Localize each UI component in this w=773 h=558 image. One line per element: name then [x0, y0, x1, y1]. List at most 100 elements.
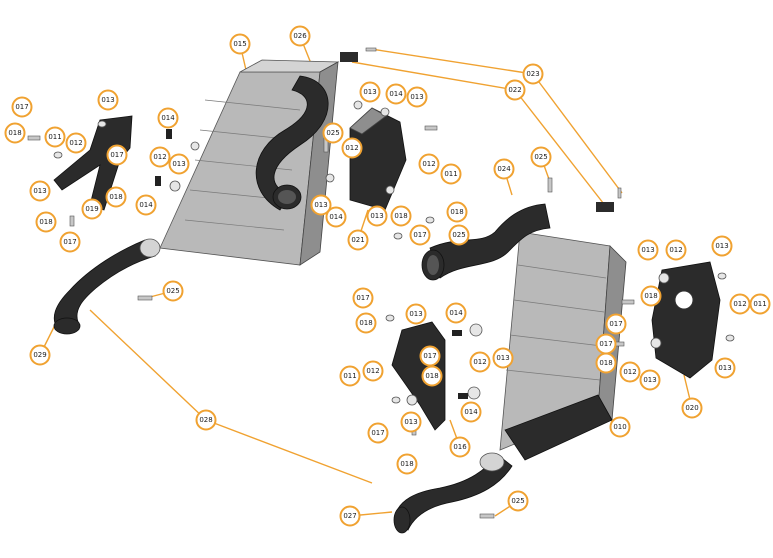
callout-circle — [418, 153, 440, 175]
callout-circle — [44, 126, 66, 148]
callout-number: 022 — [508, 86, 521, 94]
callout-number: 012 — [366, 367, 379, 375]
callout-018-53: 018 — [396, 453, 418, 475]
callout-number: 023 — [526, 70, 539, 78]
callout-013-5: 013 — [97, 89, 119, 111]
left-lower-hose — [53, 238, 161, 335]
callout-017-51: 017 — [367, 422, 389, 444]
callout-circle — [339, 505, 361, 527]
callout-number: 012 — [69, 139, 82, 147]
callout-number: 017 — [15, 103, 28, 111]
callout-circle — [605, 313, 627, 335]
callout-number: 018 — [359, 319, 372, 327]
callout-018-63: 018 — [595, 352, 617, 374]
callout-circle — [448, 224, 470, 246]
left-intercooler — [159, 59, 340, 266]
callout-number: 017 — [423, 352, 436, 360]
callout-012-56: 012 — [665, 239, 687, 261]
callout-012-4: 012 — [65, 132, 87, 154]
callout-018-30: 018 — [446, 201, 468, 223]
callout-circle — [640, 285, 662, 307]
callout-014-26: 014 — [325, 206, 347, 228]
callout-017-15: 017 — [59, 231, 81, 253]
callout-number: 025 — [534, 153, 547, 161]
callout-circle — [714, 357, 736, 379]
callout-021-28: 021 — [347, 229, 369, 251]
callout-number: 014 — [161, 114, 175, 122]
callout-circle — [390, 205, 412, 227]
callout-circle — [449, 436, 471, 458]
callout-013-25: 013 — [310, 194, 332, 216]
callout-016-54: 016 — [449, 436, 471, 458]
callout-circle — [637, 239, 659, 261]
callout-circle — [106, 144, 128, 166]
callout-013-66: 013 — [714, 357, 736, 379]
callout-012-60: 012 — [729, 293, 751, 315]
callout-circle — [445, 302, 467, 324]
callout-number: 013 — [370, 212, 383, 220]
callout-018-2: 018 — [4, 122, 26, 144]
callout-circle — [325, 206, 347, 228]
hardware — [27, 47, 735, 519]
callout-circle — [359, 81, 381, 103]
callout-circle — [322, 122, 344, 144]
callout-circle — [195, 409, 217, 431]
callout-circle — [446, 201, 468, 223]
callout-number: 013 — [718, 364, 731, 372]
callout-014-43: 014 — [445, 302, 467, 324]
callout-number: 018 — [450, 208, 463, 216]
callout-017-59: 017 — [605, 313, 627, 335]
callout-circle — [65, 132, 87, 154]
callout-circle — [507, 490, 529, 512]
callout-number: 025 — [166, 287, 179, 295]
callout-number: 013 — [404, 418, 417, 426]
callout-circle — [367, 422, 389, 444]
callout-019-12: 019 — [81, 198, 103, 220]
callout-number: 014 — [389, 90, 403, 98]
callout-013-57: 013 — [711, 235, 733, 257]
callout-011-61: 011 — [749, 293, 771, 315]
callout-number: 017 — [371, 429, 384, 437]
callout-number: 017 — [599, 340, 612, 348]
callout-number: 012 — [623, 368, 636, 376]
callout-014-19: 014 — [385, 83, 407, 105]
callout-029-38: 029 — [29, 344, 51, 366]
callout-013-42: 013 — [405, 303, 427, 325]
callout-017-31: 017 — [409, 224, 431, 246]
right-upper-hose — [421, 203, 551, 281]
callout-number: 021 — [351, 236, 364, 244]
callout-circle — [168, 153, 190, 175]
callout-number: 012 — [473, 358, 486, 366]
callout-number: 027 — [343, 512, 356, 520]
callout-number: 012 — [345, 144, 358, 152]
callout-025-21: 025 — [322, 122, 344, 144]
callout-023-33: 023 — [522, 63, 544, 85]
callout-number: 017 — [413, 231, 426, 239]
callout-number: 025 — [511, 497, 524, 505]
callout-number: 014 — [329, 213, 343, 221]
callout-circle — [492, 347, 514, 369]
callout-013-6: 013 — [29, 180, 51, 202]
callout-number: 011 — [444, 170, 457, 178]
callout-018-41: 018 — [355, 312, 377, 334]
callout-circle — [469, 351, 491, 373]
callout-number: 013 — [101, 96, 114, 104]
callout-number: 011 — [753, 300, 766, 308]
callout-018-29: 018 — [390, 205, 412, 227]
callout-014-10: 014 — [157, 107, 179, 129]
callout-circle — [493, 158, 515, 180]
callout-number: 014 — [449, 309, 463, 317]
callout-circle — [639, 369, 661, 391]
callout-013-9: 013 — [168, 153, 190, 175]
callout-circle — [355, 312, 377, 334]
callout-number: 018 — [8, 129, 21, 137]
callout-circle — [595, 352, 617, 374]
callout-number: 012 — [733, 300, 746, 308]
callout-circle — [29, 180, 51, 202]
callout-017-40: 017 — [352, 287, 374, 309]
callout-012-22: 012 — [341, 137, 363, 159]
callout-025-32: 025 — [448, 224, 470, 246]
callout-number: 017 — [609, 320, 622, 328]
callout-012-8: 012 — [149, 146, 171, 168]
callout-017-1: 017 — [11, 96, 33, 118]
